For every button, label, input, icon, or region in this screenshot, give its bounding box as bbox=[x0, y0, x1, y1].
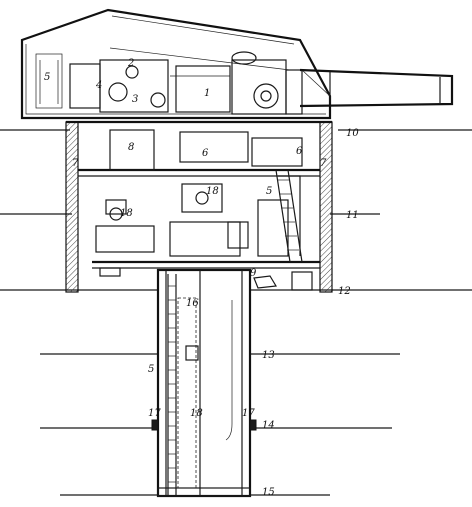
gun-house bbox=[20, 8, 332, 120]
label-16: 16 bbox=[186, 298, 199, 309]
label-18-trunk: 18 bbox=[190, 408, 203, 419]
label-5-gunhouse: 5 bbox=[44, 72, 50, 83]
label-1: 1 bbox=[204, 88, 210, 99]
label-15: 15 bbox=[262, 487, 275, 498]
label-17-left: 17 bbox=[148, 408, 161, 419]
hoist-trunk bbox=[156, 268, 252, 498]
part-labels: 1 2 3 4 5 5 5 6 6 7 7 8 9 10 11 12 13 14… bbox=[44, 58, 359, 498]
label-13: 13 bbox=[262, 350, 275, 361]
deck-lines bbox=[0, 129, 472, 496]
gun-barrel bbox=[299, 68, 454, 108]
label-5-trunk: 5 bbox=[148, 364, 154, 375]
label-11: 11 bbox=[346, 210, 359, 221]
handling-room-supports bbox=[151, 419, 257, 497]
barbette-walls bbox=[65, 120, 333, 293]
label-18-left: 18 bbox=[120, 208, 133, 219]
label-3: 3 bbox=[132, 94, 138, 105]
label-6-left: 6 bbox=[202, 148, 209, 159]
label-17-right: 17 bbox=[242, 408, 255, 419]
ladder-upper bbox=[275, 169, 303, 263]
label-2: 2 bbox=[127, 58, 134, 69]
label-18-center: 18 bbox=[206, 186, 219, 197]
label-9: 9 bbox=[250, 268, 257, 279]
label-12: 12 bbox=[338, 286, 351, 297]
label-4: 4 bbox=[95, 80, 102, 91]
label-14: 14 bbox=[262, 420, 275, 431]
label-5-chamber: 5 bbox=[266, 186, 272, 197]
ladder-trunk bbox=[167, 274, 177, 496]
label-10: 10 bbox=[346, 128, 359, 139]
label-8: 8 bbox=[128, 142, 134, 153]
label-6-right: 6 bbox=[296, 146, 303, 157]
working-chamber bbox=[78, 129, 320, 291]
label-7-left: 7 bbox=[72, 158, 79, 169]
label-7-right: 7 bbox=[320, 158, 327, 169]
